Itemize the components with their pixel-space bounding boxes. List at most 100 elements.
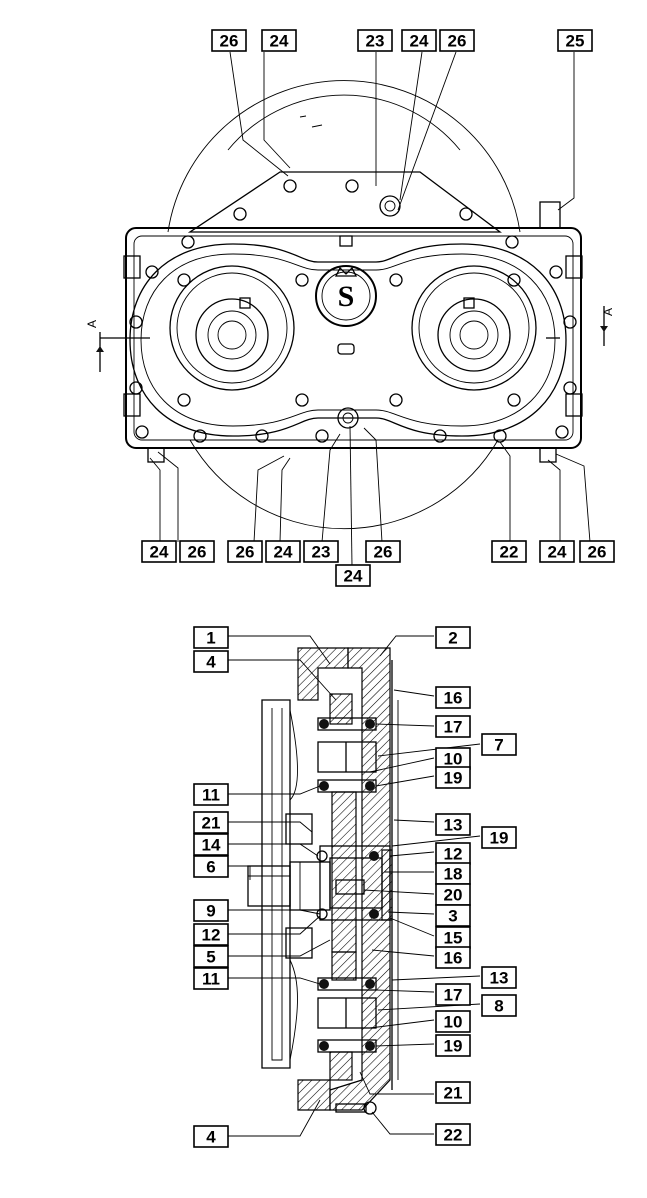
callout-number: 10 xyxy=(444,1013,463,1032)
callout-label: 24 xyxy=(265,540,301,563)
svg-text:S: S xyxy=(338,280,355,313)
top-boss xyxy=(187,171,502,233)
callout-number: 1 xyxy=(206,629,215,648)
callout-number: 24 xyxy=(150,543,169,562)
callout-number: 14 xyxy=(202,836,221,855)
callout-label: 19 xyxy=(435,1034,471,1057)
bolt-hole xyxy=(389,273,403,287)
callout-label: 16 xyxy=(435,686,471,709)
callout-number: 2 xyxy=(448,629,457,648)
callout-label: 18 xyxy=(435,862,471,885)
bolt-hole xyxy=(177,273,191,287)
callout-label: 24 xyxy=(141,540,177,563)
bolt-hole xyxy=(295,393,309,407)
callout-label: 21 xyxy=(193,811,229,834)
bolt-hole xyxy=(345,179,359,193)
callout-number: 15 xyxy=(444,929,463,948)
callout-label: 19 xyxy=(435,766,471,789)
callout-label: 13 xyxy=(435,813,471,836)
callout-number: 23 xyxy=(366,32,385,51)
callout-label: 24 xyxy=(335,564,371,587)
callout-number: 24 xyxy=(270,32,289,51)
bolt-hole xyxy=(283,179,297,193)
callout-number: 26 xyxy=(188,543,207,562)
callout-label: 23 xyxy=(357,29,393,52)
callout-number: 7 xyxy=(494,736,503,755)
callout-number: 26 xyxy=(588,543,607,562)
bolt-hole xyxy=(295,273,309,287)
callout-number: 21 xyxy=(202,814,221,833)
callout-label: 6 xyxy=(193,855,229,878)
bolt-hole xyxy=(145,265,159,279)
callout-number: 4 xyxy=(206,1128,216,1147)
callout-label: 26 xyxy=(211,29,247,52)
callout-number: 8 xyxy=(494,997,503,1016)
bolt-hole xyxy=(193,429,207,443)
callout-label: 26 xyxy=(227,540,263,563)
bolt-hole xyxy=(233,207,247,221)
callout-number: 17 xyxy=(444,986,463,1005)
callout-number: 18 xyxy=(444,865,463,884)
flange-circle-bottom xyxy=(189,439,499,530)
callout-label: 13 xyxy=(481,966,517,989)
callout-label: 12 xyxy=(193,923,229,946)
callout-label: 26 xyxy=(439,29,475,52)
callout-number: 25 xyxy=(566,32,585,51)
callout-label: 22 xyxy=(491,540,527,563)
callout-label: 4 xyxy=(193,1125,229,1148)
callout-number: 11 xyxy=(202,970,220,989)
callout-number: 17 xyxy=(444,718,463,737)
bolt-hole xyxy=(129,381,143,395)
callout-number: 22 xyxy=(444,1126,463,1145)
bolt-hole xyxy=(563,381,577,395)
callout-label: 3 xyxy=(435,904,471,927)
callout-label: 11 xyxy=(193,967,229,990)
callout-number: 26 xyxy=(220,32,239,51)
callout-number: 26 xyxy=(374,543,393,562)
callout-label: 16 xyxy=(435,946,471,969)
callout-label: 7 xyxy=(481,733,517,756)
callout-label: 24 xyxy=(261,29,297,52)
bolt-hole xyxy=(505,235,519,249)
callout-label: 23 xyxy=(303,540,339,563)
callout-label: 17 xyxy=(435,715,471,738)
callout-label: 24 xyxy=(401,29,437,52)
callout-label: 1 xyxy=(193,626,229,649)
callout-label: 12 xyxy=(435,842,471,865)
bolt-hole xyxy=(507,273,521,287)
callout-number: 19 xyxy=(444,769,463,788)
bolt-hole xyxy=(255,429,269,443)
callout-number: 13 xyxy=(490,969,509,988)
callout-number: 16 xyxy=(444,949,463,968)
callout-number: 13 xyxy=(444,816,463,835)
callout-label: 4 xyxy=(193,650,229,673)
callout-number: 26 xyxy=(448,32,467,51)
bolt-hole xyxy=(129,315,143,329)
bolt-hole xyxy=(549,265,563,279)
callout-label: 24 xyxy=(539,540,575,563)
callout-label: 19 xyxy=(481,826,517,849)
callout-number: 20 xyxy=(444,886,463,905)
callout-number: 4 xyxy=(206,653,216,672)
callout-label: 10 xyxy=(435,1010,471,1033)
callout-number: 24 xyxy=(410,32,429,51)
front-view: S A A xyxy=(85,51,615,567)
flange-circle-top xyxy=(167,80,521,233)
callout-number: 12 xyxy=(202,926,221,945)
callout-number: 19 xyxy=(490,829,509,848)
callout-label: 2 xyxy=(435,626,471,649)
callout-number: 9 xyxy=(206,902,215,921)
bolt-hole xyxy=(507,393,521,407)
callout-number: 19 xyxy=(444,1037,463,1056)
bolt-hole xyxy=(135,425,149,439)
breather xyxy=(539,201,561,229)
callout-label: 26 xyxy=(365,540,401,563)
bolt-hole xyxy=(459,207,473,221)
callout-number: 11 xyxy=(202,786,220,805)
callout-label: 26 xyxy=(179,540,215,563)
bolt-hole xyxy=(563,315,577,329)
callout-label: 14 xyxy=(193,833,229,856)
callout-number: 23 xyxy=(312,543,331,562)
